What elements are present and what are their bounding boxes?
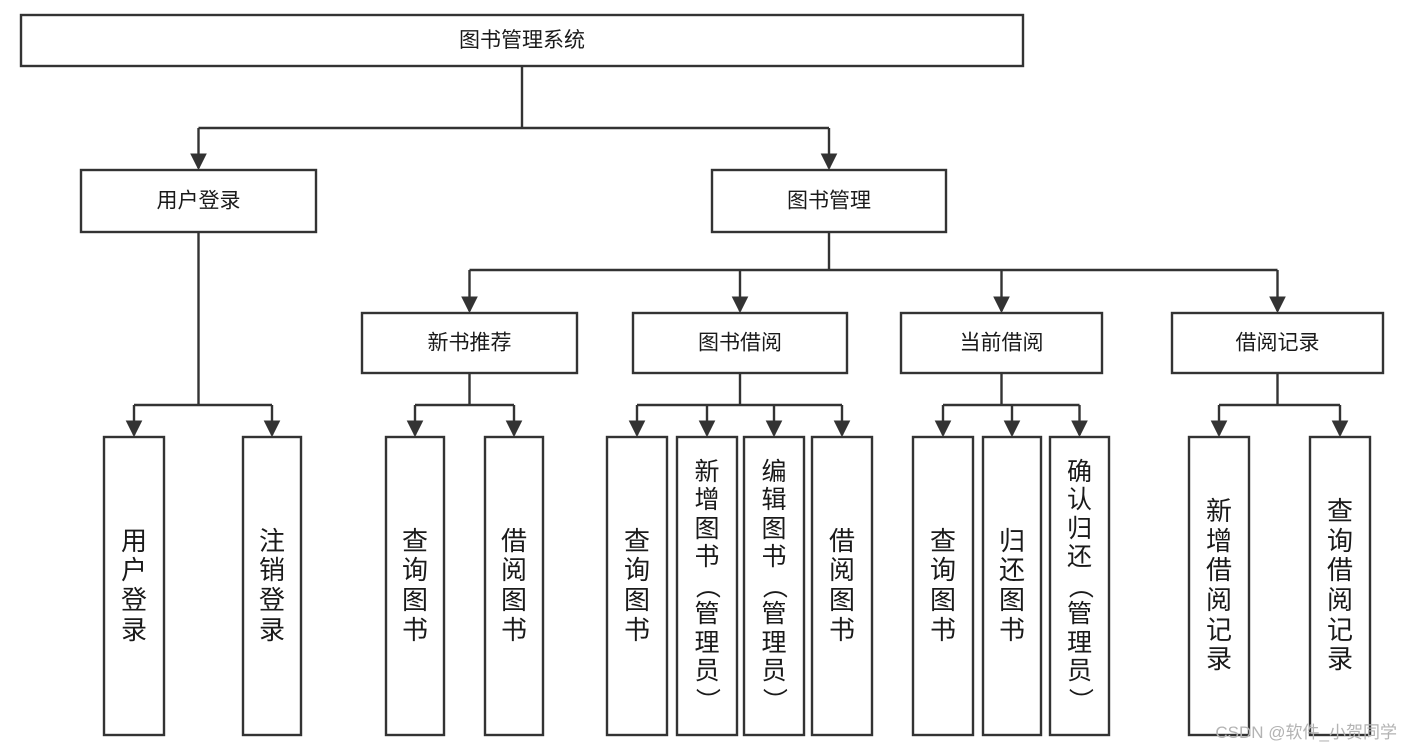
node-level3-3[interactable] [1170,311,1385,375]
leaf-box-1[interactable] [241,435,303,737]
leaf-box-11[interactable] [1187,435,1251,737]
leaf-box-4[interactable] [605,435,669,737]
node-level3-label-3: 借阅记录 [1236,332,1320,355]
node-level3-label-0: 新书推荐 [428,332,512,355]
watermark: CSDN @软件_小贺同学 [1215,723,1397,742]
node-level3-label-1: 图书借阅 [698,332,782,355]
leaf-box-5[interactable] [675,435,739,737]
node-level2-1[interactable] [710,168,948,234]
node-level3-2[interactable] [899,311,1104,375]
node-boxes [19,13,1385,737]
node-root[interactable] [19,13,1025,68]
leaf-box-8[interactable] [911,435,975,737]
leaf-box-3[interactable] [483,435,545,737]
leaf-box-2[interactable] [384,435,446,737]
node-level3-0[interactable] [360,311,579,375]
leaf-box-9[interactable] [981,435,1043,737]
node-level3-label-2: 当前借阅 [960,332,1044,355]
node-level2-label-0: 用户登录 [157,190,241,213]
connector-lines [125,66,1349,438]
leaf-box-12[interactable] [1308,435,1372,737]
leaf-box-7[interactable] [810,435,874,737]
node-level2-0[interactable] [79,168,318,234]
leaf-box-10[interactable] [1048,435,1111,737]
node-level3-1[interactable] [631,311,849,375]
node-root-label: 图书管理系统 [459,29,585,52]
leaf-box-6[interactable] [742,435,806,737]
leaf-box-0[interactable] [102,435,166,737]
node-level2-label-1: 图书管理 [787,190,871,213]
